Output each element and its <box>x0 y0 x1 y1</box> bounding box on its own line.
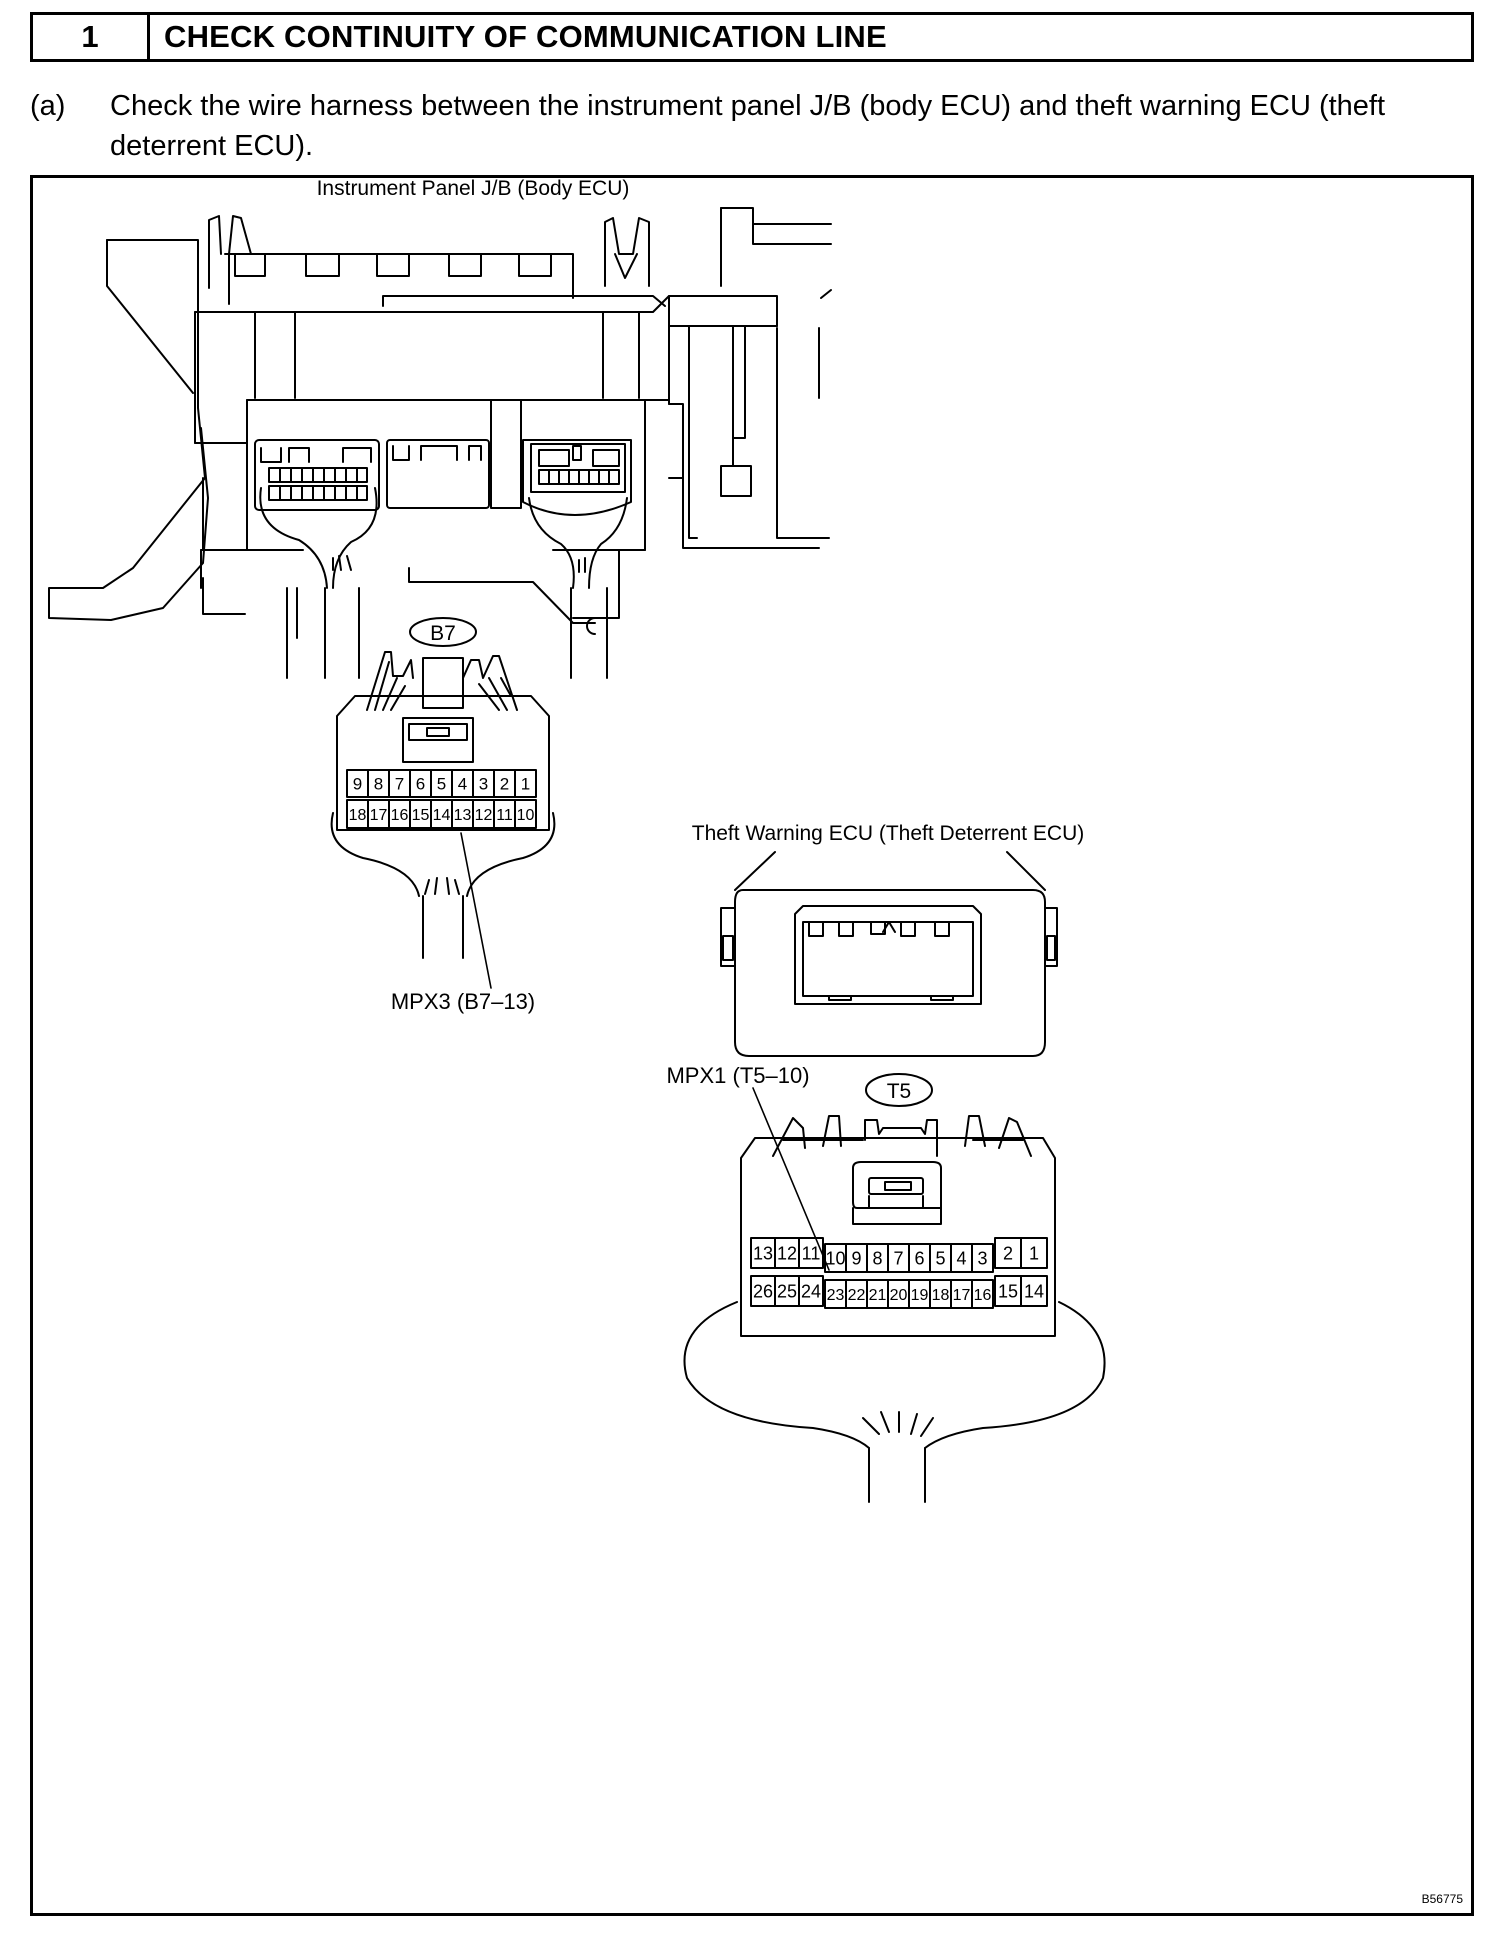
pin-number: 15 <box>412 807 430 824</box>
pin-number: 9 <box>851 1248 861 1268</box>
pin-cell <box>798 1237 824 1269</box>
step-number: 1 <box>33 15 150 59</box>
b7-callout: MPX3 (B7–13) <box>391 989 535 1014</box>
instruction-label: (a) <box>30 90 66 122</box>
pin-number: 21 <box>869 1287 887 1304</box>
pin-cell <box>1020 1275 1048 1307</box>
theft-ecu-drawing <box>720 851 1058 1057</box>
pin-cell <box>971 1279 994 1309</box>
pin-number: 14 <box>1024 1281 1044 1301</box>
pin-cell <box>514 799 537 829</box>
pin-number: 16 <box>974 1287 992 1304</box>
pin-number: 2 <box>500 775 509 794</box>
pin-number: 17 <box>370 807 388 824</box>
pin-number: 26 <box>753 1281 773 1301</box>
pin-number: 18 <box>932 1287 950 1304</box>
pin-cell <box>514 769 537 798</box>
pin-number: 11 <box>802 1243 821 1263</box>
pin-number: 8 <box>872 1248 882 1268</box>
pin-number: 22 <box>848 1287 866 1304</box>
pin-cell <box>971 1243 994 1273</box>
pin-number: 17 <box>953 1287 971 1304</box>
jb-label: Instrument Panel J/B (Body ECU) <box>317 178 630 200</box>
pin-number: 20 <box>890 1287 908 1304</box>
pin-number: 15 <box>998 1281 1018 1301</box>
ecu-label: Theft Warning ECU (Theft Deterrent ECU) <box>692 822 1085 845</box>
pin-number: 7 <box>395 775 404 794</box>
pin-number: 4 <box>956 1248 966 1268</box>
pin-number: 24 <box>801 1281 821 1301</box>
pin-number: 14 <box>433 807 451 824</box>
b7-connector <box>330 617 556 959</box>
pin-number: 16 <box>391 807 409 824</box>
pin-number: 10 <box>825 1248 845 1268</box>
pin-number: 13 <box>753 1243 773 1263</box>
pin-number: 12 <box>777 1243 797 1263</box>
pin-number: 11 <box>496 807 513 824</box>
pin-number: 1 <box>521 775 530 794</box>
pin-number: 3 <box>977 1248 987 1268</box>
pin-number: 25 <box>777 1281 797 1301</box>
pin-number: 2 <box>1003 1243 1013 1263</box>
t5-connector <box>683 1073 1106 1503</box>
instruction: (a) Check the wire harness between the i… <box>30 86 1474 166</box>
t5-tag: T5 <box>887 1080 912 1103</box>
step-header: 1 CHECK CONTINUITY OF COMMUNICATION LINE <box>30 12 1474 62</box>
pin-number: 23 <box>827 1287 845 1304</box>
pin-number: 19 <box>911 1287 929 1304</box>
pin-number: 18 <box>349 807 367 824</box>
pin-number: 10 <box>517 807 535 824</box>
figure-code: B56775 <box>1422 1892 1464 1906</box>
junction-block-drawing <box>48 207 832 679</box>
instruction-text: Check the wire harness between the instr… <box>110 90 1386 162</box>
pin-number: 7 <box>893 1248 903 1268</box>
pin-cell <box>798 1275 824 1307</box>
b7-tag: B7 <box>430 622 456 645</box>
pin-number: 9 <box>353 775 362 794</box>
pin-number: 13 <box>454 807 472 824</box>
pin-number: 8 <box>374 775 383 794</box>
pin-number: 4 <box>458 775 467 794</box>
pin-number: 3 <box>479 775 488 794</box>
t5-callout: MPX1 (T5–10) <box>666 1063 809 1088</box>
pin-number: 5 <box>437 775 446 794</box>
pin-number: 6 <box>914 1248 924 1268</box>
pin-number: 6 <box>416 775 425 794</box>
pin-number: 1 <box>1029 1243 1039 1263</box>
pin-cell <box>1020 1237 1048 1269</box>
step-title: CHECK CONTINUITY OF COMMUNICATION LINE <box>164 19 887 54</box>
pin-number: 5 <box>935 1248 945 1268</box>
pin-number: 12 <box>475 807 493 824</box>
